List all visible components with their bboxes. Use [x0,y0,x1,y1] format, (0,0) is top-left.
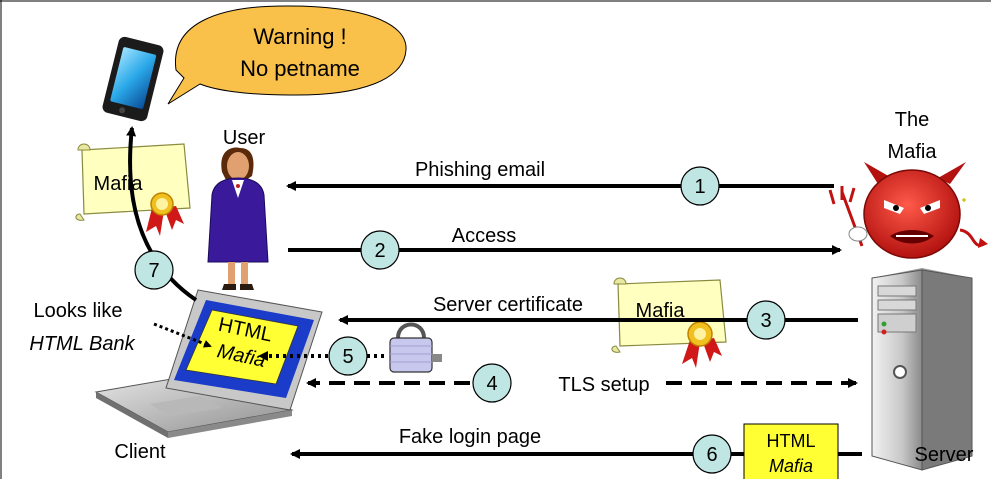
mafia-label-line-1: The [895,109,929,131]
svg-text:2: 2 [374,240,385,262]
page-box-line-1: HTML [767,431,816,451]
svg-text:1: 1 [694,176,705,198]
arrow-2-label: Access [452,225,516,247]
padlock-icon [389,322,442,373]
certificate-left: Mafia [75,143,191,236]
step-circle-6: 6 [692,434,732,474]
svg-text:7: 7 [148,260,159,282]
svg-text:4: 4 [486,373,497,395]
arrow-1-label: Phishing email [415,159,545,181]
user-icon [207,147,269,290]
user-label: User [223,127,266,149]
server-label: Server [915,444,974,466]
looks-like-arrow [153,322,212,348]
seal-icon [146,192,184,236]
page-box-line-2: Mafia [769,456,813,476]
certificate-right-label: Mafia [636,300,686,322]
arrow-3-label: Server certificate [433,294,583,316]
fake-page-box: HTML Mafia [743,423,839,479]
step-circle-1: 1 [680,166,720,206]
arrow-6-label: Fake login page [399,426,541,448]
laptop-icon: HTML Mafia [94,289,323,438]
looks-like-line-1: Looks like [34,300,123,322]
server-tower-icon [871,268,973,471]
step-circle-5: 5 [328,336,368,376]
looks-like-line-2: HTML Bank [29,333,135,355]
step-circle-3: 3 [746,300,786,340]
callout-line-2: No petname [240,56,360,81]
warning-callout: Warning ! No petname [167,5,407,105]
svg-text:5: 5 [342,346,353,368]
svg-text:3: 3 [760,310,771,332]
certificate-right: Mafia [611,277,727,368]
mafia-label-line-2: Mafia [888,141,938,163]
svg-text:6: 6 [706,444,717,466]
step-circle-4: 4 [472,363,512,403]
client-label: Client [114,441,166,463]
devil-icon [828,162,988,259]
seal-icon [682,321,722,368]
step-circle-7: 7 [134,250,174,290]
callout-line-1: Warning ! [253,24,346,49]
arrow-to-phone [126,126,198,302]
arrow-4-label: TLS setup [558,374,649,396]
step-circle-2: 2 [360,230,400,270]
smartphone-icon [102,36,164,122]
certificate-left-label: Mafia [94,173,144,195]
